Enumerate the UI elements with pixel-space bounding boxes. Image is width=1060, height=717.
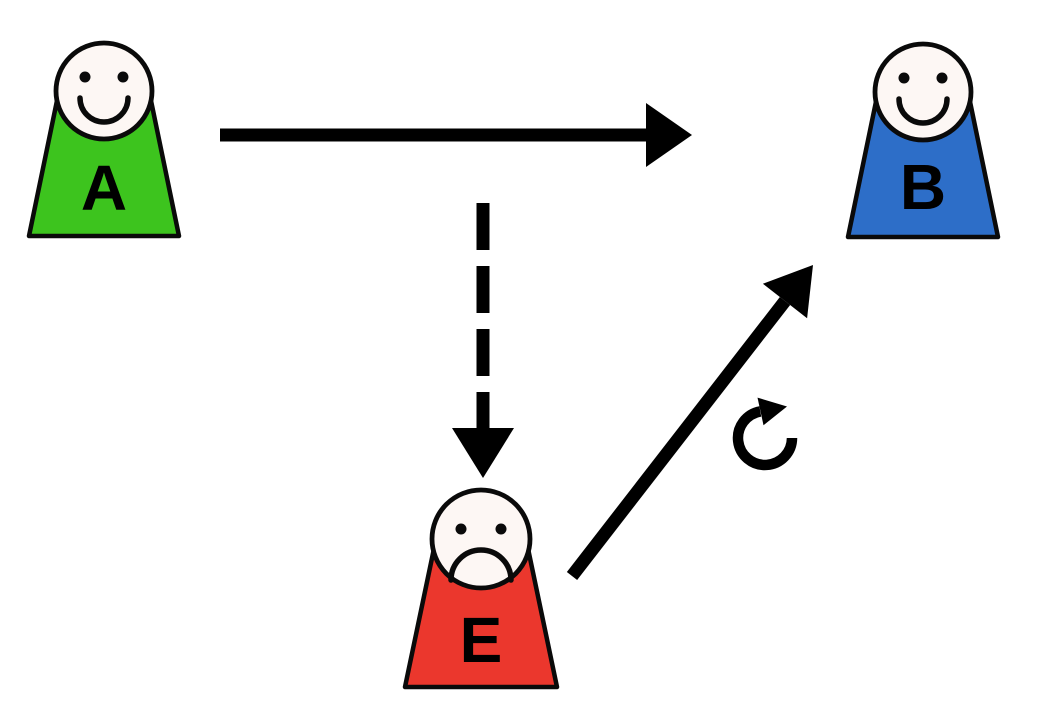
arrow-intercept-head (452, 428, 514, 478)
arrow-intercept-to-e (452, 203, 514, 478)
person-e-head (429, 487, 533, 591)
person-b-label: B (900, 151, 946, 223)
arrow-e-to-b-head (762, 265, 813, 319)
person-a-left-eye (79, 71, 91, 83)
person-a-smile-mouth (77, 95, 131, 125)
person-e-frown-mouth (448, 547, 514, 583)
person-a-label: A (81, 152, 127, 224)
arrow-a-to-b (220, 103, 692, 167)
arrow-e-to-b-shaft (566, 297, 791, 580)
person-e: E (402, 487, 560, 690)
clockwise-arrow-arc (732, 406, 798, 471)
arrow-e-to-b (566, 265, 813, 580)
person-a-right-eye (117, 71, 129, 83)
person-b-right-eye (936, 72, 948, 84)
person-e-left-eye (455, 523, 467, 535)
person-b-left-eye (898, 72, 910, 84)
person-b-head (872, 41, 974, 143)
person-b: B (845, 41, 1001, 240)
clockwise-arrow-icon (732, 397, 798, 471)
person-a-head (53, 40, 155, 142)
person-b-smile-mouth (896, 96, 950, 126)
person-a: A (26, 40, 182, 239)
clockwise-arrow-head (757, 397, 787, 426)
person-e-label: E (460, 604, 503, 676)
arrow-a-to-b-head (646, 103, 692, 167)
person-e-right-eye (495, 523, 507, 535)
